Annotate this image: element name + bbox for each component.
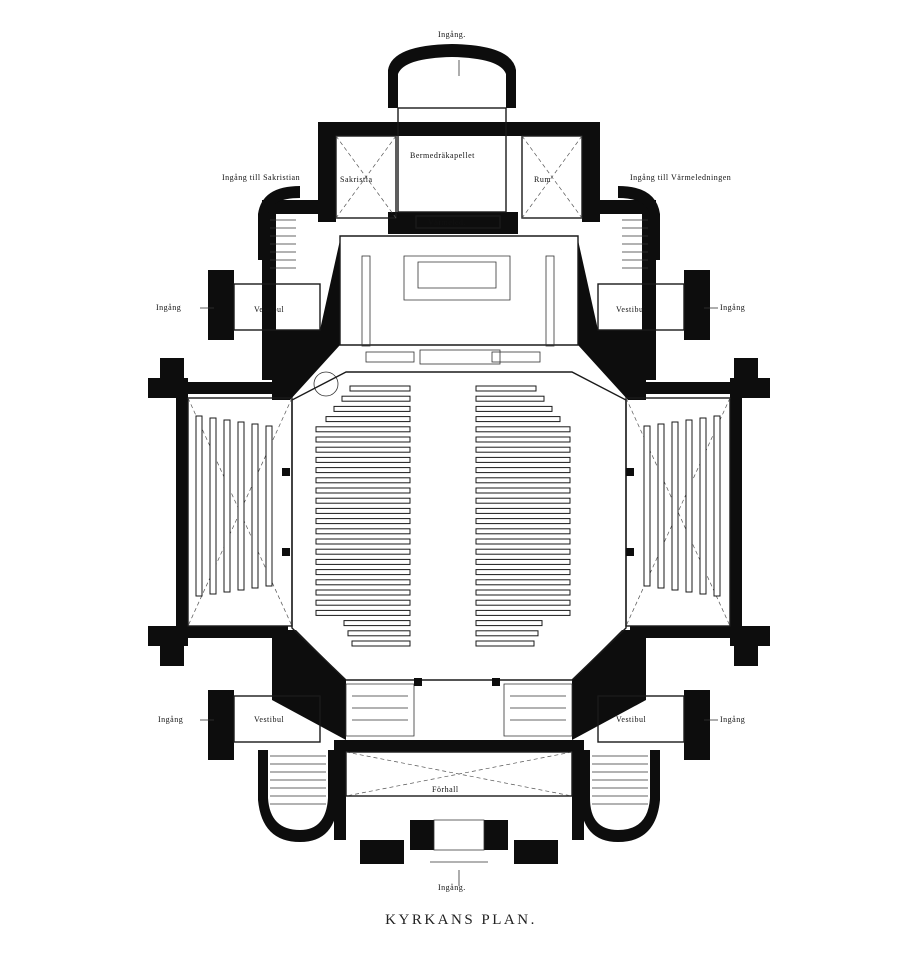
pew (475, 579, 571, 586)
label-vestibule-nw: Vestibul (254, 305, 285, 314)
pew (315, 609, 411, 616)
pew (657, 423, 665, 589)
pew (351, 640, 411, 647)
pew (315, 548, 411, 555)
pew (475, 589, 571, 596)
pew (315, 528, 411, 535)
pew (475, 609, 571, 616)
pew (475, 599, 571, 606)
pew (475, 558, 571, 565)
pew (315, 569, 411, 576)
label-east-entrance: Ingång (720, 303, 745, 312)
label-organ-room: Rum (534, 175, 551, 184)
pew (475, 640, 535, 647)
pew (475, 487, 571, 494)
pew (315, 558, 411, 565)
pew (671, 421, 679, 591)
pew (315, 456, 411, 463)
pew (475, 538, 571, 545)
pew (333, 405, 411, 412)
pew (475, 405, 553, 412)
plan-labels: Ingång. Bermedräkapellet Sakristia Rum V… (156, 30, 745, 892)
pew (315, 467, 411, 474)
label-vestibule-ne: Vestibul (616, 305, 647, 314)
pew (475, 630, 539, 637)
pew (475, 446, 571, 453)
pew (475, 518, 571, 525)
pew (315, 477, 411, 484)
pew (699, 417, 707, 595)
pew (315, 518, 411, 525)
pew (315, 579, 411, 586)
pew (347, 630, 411, 637)
pew (325, 416, 411, 423)
stairs (270, 219, 648, 805)
label-west-entrance: Ingång (156, 303, 181, 312)
pew (315, 538, 411, 545)
pew (251, 423, 259, 589)
label-entrance-sacristy: Ingång till Sakristian (222, 173, 300, 182)
pew (315, 446, 411, 453)
pew (475, 528, 571, 535)
pew (349, 385, 411, 392)
label-entrance-heating: Ingång till Värmeledningen (630, 173, 731, 182)
pew (195, 415, 203, 597)
pew (475, 416, 561, 423)
label-porch: Förhall (432, 785, 459, 794)
pew (475, 497, 571, 504)
pew (475, 426, 571, 433)
pew (265, 425, 273, 587)
pew (237, 421, 245, 591)
pew (475, 436, 571, 443)
label-sw-entrance: Ingång (158, 715, 183, 724)
pew (315, 599, 411, 606)
pew (315, 497, 411, 504)
pew (223, 419, 231, 593)
pew (475, 467, 571, 474)
pew (475, 456, 571, 463)
pew (475, 395, 545, 402)
label-vestibule-se: Vestibul (616, 715, 647, 724)
label-heating: Värmeled. (428, 218, 466, 227)
walls (148, 44, 770, 864)
pew (343, 620, 411, 627)
pew (643, 425, 651, 587)
label-sacristy: Sakristia (340, 175, 373, 184)
pew (341, 395, 411, 402)
label-top-entrance: Ingång. (438, 30, 466, 39)
pew (685, 419, 693, 593)
label-main-entrance: Ingång. (438, 883, 466, 892)
pew (209, 417, 217, 595)
pew (713, 415, 721, 597)
plan-caption: KYRKANS PLAN. (385, 912, 537, 928)
pew (315, 589, 411, 596)
pew (475, 385, 537, 392)
pew (475, 507, 571, 514)
label-se-entrance: Ingång (720, 715, 745, 724)
pew (475, 569, 571, 576)
rooms (187, 60, 731, 886)
pew (315, 436, 411, 443)
pew (475, 477, 571, 484)
label-baptism-chapel: Bermedräkapellet (410, 151, 475, 160)
pews (195, 385, 721, 647)
pew (475, 620, 543, 627)
pew (475, 548, 571, 555)
pew (315, 507, 411, 514)
pew (315, 487, 411, 494)
pew (315, 426, 411, 433)
label-vestibule-sw: Vestibul (254, 715, 285, 724)
